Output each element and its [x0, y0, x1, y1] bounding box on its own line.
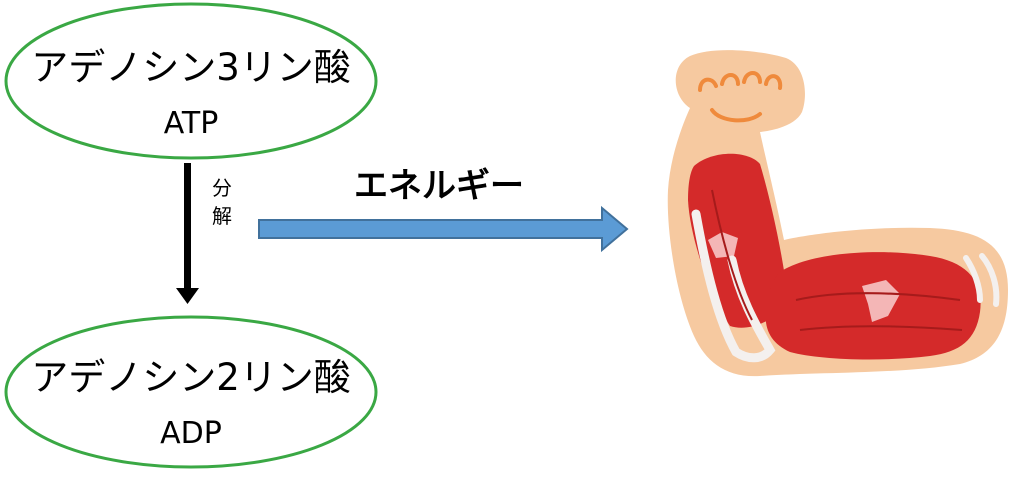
- adp-node: アデノシン2リン酸 ADP: [4, 315, 378, 469]
- decomposition-arrow: [176, 163, 199, 304]
- energy-label: エネルギー: [354, 166, 524, 206]
- adp-name: アデノシン2リン酸: [31, 356, 351, 399]
- fist-fingers: [698, 71, 783, 123]
- adp-ellipse: [4, 315, 378, 469]
- muscle-striations: [711, 189, 963, 331]
- decomposition-label-char1: 分: [212, 176, 232, 200]
- energy-arrow: [258, 205, 629, 253]
- upper-arm-highlight: [862, 280, 900, 322]
- atp-abbr: ATP: [164, 106, 219, 141]
- atp-node: アデノシン3リン酸 ATP: [4, 2, 378, 160]
- flexed-muscle-arm-icon: [667, 50, 1008, 377]
- tendon-band: [691, 209, 776, 363]
- forearm-highlight: [708, 232, 738, 258]
- shoulder-bands: [963, 253, 1000, 307]
- down-arrow-head: [176, 288, 199, 304]
- down-arrow-shaft: [184, 163, 191, 290]
- adp-abbr: ADP: [160, 416, 222, 451]
- decomposition-label-char2: 解: [212, 204, 232, 228]
- atp-ellipse: [4, 2, 378, 160]
- atp-name: アデノシン3リン酸: [31, 46, 351, 89]
